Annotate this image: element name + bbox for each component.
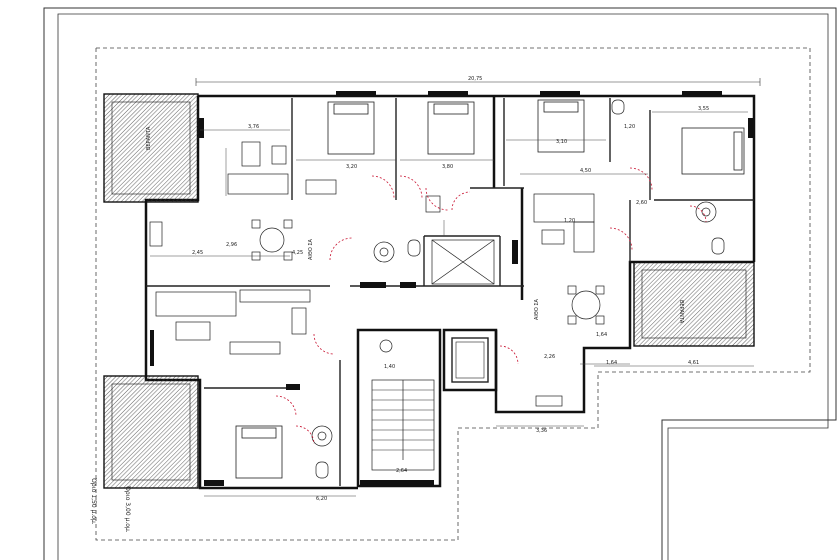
dim-450: 4,50 xyxy=(580,168,591,174)
dim-226: 2,26 xyxy=(544,354,555,360)
exterior-walls xyxy=(144,94,756,490)
dim-120a: 1,20 xyxy=(624,124,635,130)
balconies xyxy=(103,93,755,489)
dim-355: 3,55 xyxy=(698,106,709,112)
dim-296: 2,96 xyxy=(226,242,237,248)
dim-425: 4,25 xyxy=(292,250,303,256)
dim-164a: 1,64 xyxy=(596,332,607,338)
dim-overall-width: 20,75 xyxy=(468,76,482,82)
dim-376: 3,76 xyxy=(248,124,259,130)
note-eave: Όριο 1,50 μ.ομ. xyxy=(90,477,97,525)
dim-336: 3,36 xyxy=(536,428,547,434)
dim-120b: 1,20 xyxy=(564,218,575,224)
dim-320: 3,20 xyxy=(346,164,357,170)
label-living-left: ΑΙΘΟ ΣΑ xyxy=(308,238,314,260)
balcony-bottom-left xyxy=(103,375,199,489)
plot-limit-dashed xyxy=(95,47,811,541)
label-living-center: ΑΙΘΟ ΣΑ xyxy=(534,298,540,320)
dim-140: 1,40 xyxy=(384,364,395,370)
beds xyxy=(235,99,745,479)
dim-310: 3,10 xyxy=(556,139,567,145)
label-balcony-top-left: ΒΕΡΑΝΤΑ xyxy=(146,126,152,150)
windows xyxy=(150,91,754,486)
side-notes: Όριο 1,50 μ.ομ. Όριο 3,00 μ.ομ. xyxy=(90,477,131,533)
dim-164b: 1,64 xyxy=(606,360,617,366)
dimension-lines xyxy=(150,111,754,497)
overall-dimension-line xyxy=(195,78,761,86)
dimension-texts: 20,75 3,76 3,20 3,80 3,10 4,50 3,55 1,20… xyxy=(192,76,709,502)
interior-walls xyxy=(146,98,754,486)
label-balcony-right: ΒΕΡΑΝΤΑ xyxy=(678,300,684,324)
furniture xyxy=(149,141,605,407)
door-swings xyxy=(275,167,707,445)
site-boundary xyxy=(43,7,837,560)
room-labels: ΒΕΡΑΝΤΑ ΒΕΡΑΝΤΑ ΑΙΘΟ ΣΑ ΑΙΘΟ ΣΑ xyxy=(146,126,684,324)
dim-461: 4,61 xyxy=(688,360,699,366)
stair-core xyxy=(371,239,495,471)
dim-380: 3,80 xyxy=(442,164,453,170)
note-eave-2: Όριο 3,00 μ.ομ. xyxy=(124,485,131,533)
balcony-right xyxy=(633,261,755,347)
dim-264: 2,64 xyxy=(396,468,407,474)
dim-620: 6,20 xyxy=(316,496,327,502)
dim-260: 2,60 xyxy=(636,200,647,206)
dim-245: 2,45 xyxy=(192,250,203,256)
balcony-top-left xyxy=(103,93,199,203)
